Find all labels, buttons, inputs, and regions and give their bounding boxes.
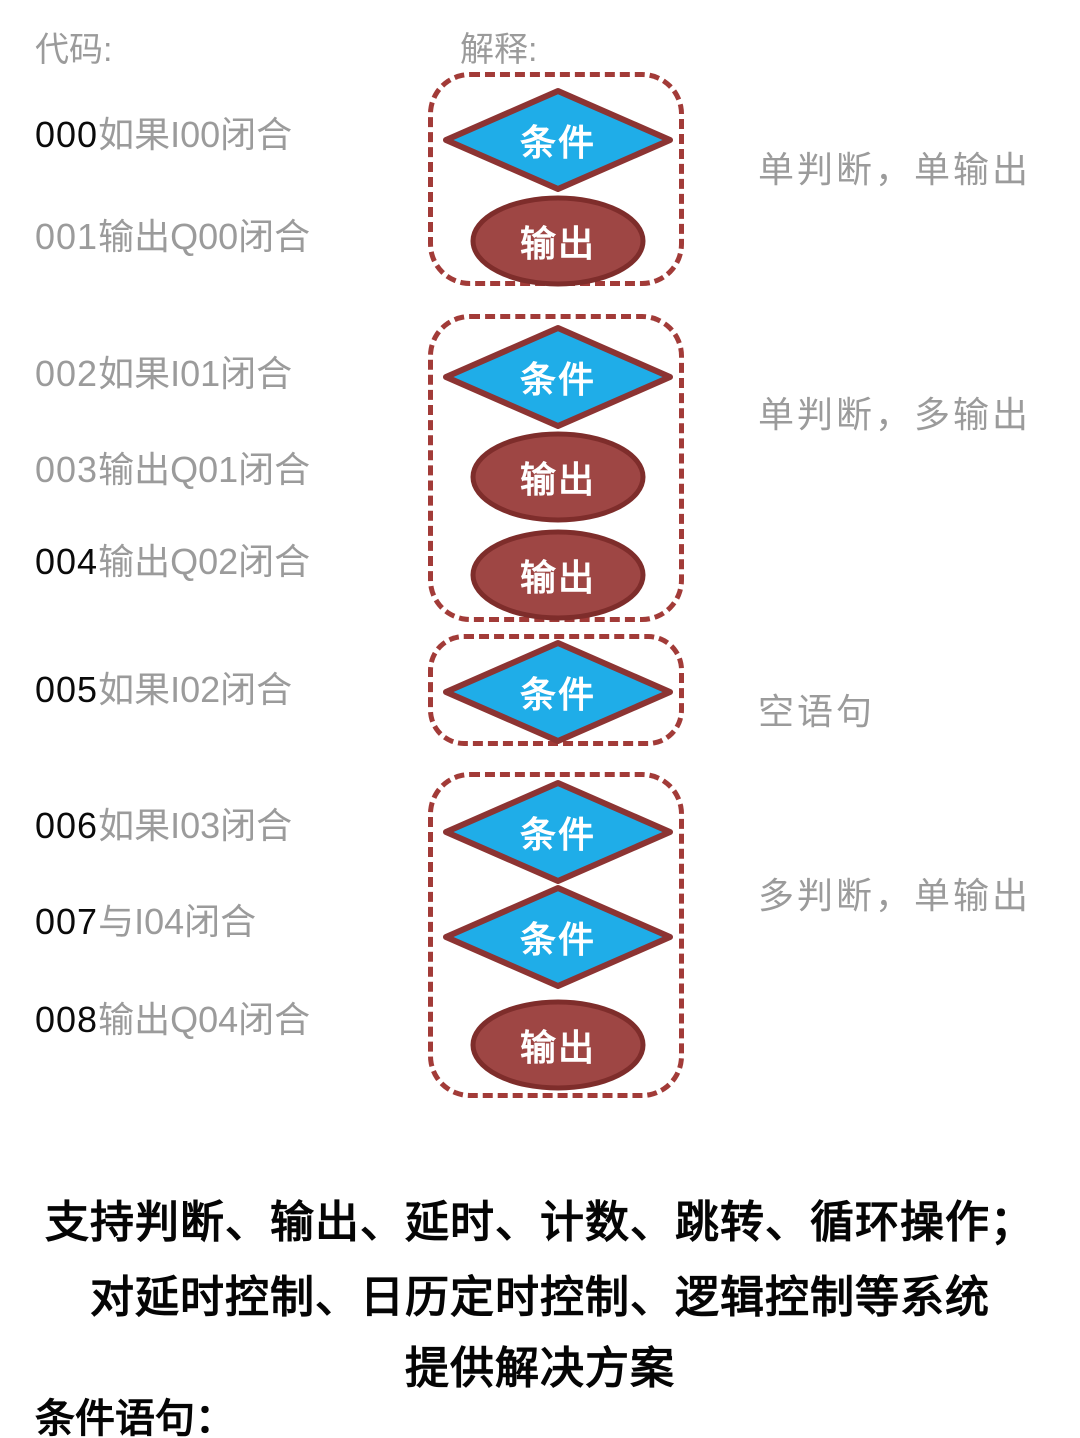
code-line-number: 007 bbox=[35, 901, 99, 942]
condition-diamond: 条件 bbox=[442, 779, 674, 885]
code-line-number: 005 bbox=[35, 669, 99, 710]
code-line-000: 000如果I00闭合 bbox=[35, 113, 292, 157]
code-line-008: 008输出Q04闭合 bbox=[35, 998, 310, 1042]
condition-label: 条件 bbox=[519, 919, 596, 960]
code-line-text: 输出Q04闭合 bbox=[98, 999, 311, 1040]
code-line-text: 输出Q00闭合 bbox=[98, 216, 311, 257]
code-line-002: 002如果I01闭合 bbox=[35, 352, 292, 396]
code-line-number: 004 bbox=[35, 541, 99, 582]
code-line-text: 输出Q02闭合 bbox=[98, 541, 311, 582]
footer-feature-line-1: 支持判断、输出、延时、计数、跳转、循环操作； bbox=[45, 1198, 1035, 1247]
code-line-number: 000 bbox=[35, 114, 99, 155]
code-line-text: 如果I01闭合 bbox=[98, 353, 293, 394]
output-label: 输出 bbox=[519, 557, 596, 598]
diamond-shape-icon bbox=[443, 885, 673, 989]
condition-label: 条件 bbox=[519, 122, 596, 163]
ellipse-shape-icon bbox=[470, 431, 646, 523]
condition-diamond: 条件 bbox=[442, 884, 674, 990]
output-ellipse: 输出 bbox=[470, 431, 646, 523]
annotation-single-judge-multi-output: 单判断，多输出 bbox=[758, 394, 1032, 435]
output-ellipse: 输出 bbox=[470, 195, 646, 287]
code-line-001: 001输出Q00闭合 bbox=[35, 215, 310, 259]
ellipse-shape-icon bbox=[470, 999, 646, 1091]
footer-feature-line-3: 提供解决方案 bbox=[405, 1344, 675, 1393]
code-line-text: 如果I02闭合 bbox=[98, 669, 293, 710]
footer-feature-line-2: 对延时控制、日历定时控制、逻辑控制等系统 bbox=[90, 1273, 990, 1322]
condition-diamond: 条件 bbox=[442, 639, 674, 745]
flow-group-empty-statement: 条件 bbox=[428, 634, 684, 746]
output-label: 输出 bbox=[519, 459, 596, 500]
code-line-text: 输出Q01闭合 bbox=[98, 449, 311, 490]
code-line-number: 006 bbox=[35, 805, 99, 846]
code-line-004: 004输出Q02闭合 bbox=[35, 540, 310, 584]
diamond-shape-icon bbox=[443, 640, 673, 744]
code-line-003: 003输出Q01闭合 bbox=[35, 448, 310, 492]
flow-group-single-judge-single-output: 条件 输出 bbox=[428, 72, 684, 287]
code-line-text: 如果I00闭合 bbox=[98, 114, 293, 155]
annotation-multi-judge-single-output: 多判断，单输出 bbox=[758, 875, 1032, 916]
condition-label: 条件 bbox=[519, 814, 596, 855]
output-ellipse: 输出 bbox=[470, 999, 646, 1091]
annotation-empty-statement: 空语句 bbox=[758, 691, 876, 732]
flow-group-multi-judge-single-output: 条件 条件 输出 bbox=[428, 772, 684, 1098]
output-ellipse: 输出 bbox=[470, 529, 646, 621]
condition-label: 条件 bbox=[519, 359, 596, 400]
condition-statement-section-label: 条件语句： bbox=[35, 1397, 235, 1438]
code-line-number: 003 bbox=[35, 449, 99, 490]
output-label: 输出 bbox=[519, 223, 596, 264]
condition-diamond: 条件 bbox=[442, 87, 674, 193]
explain-column-header: 解释: bbox=[460, 31, 538, 69]
diamond-shape-icon bbox=[443, 325, 673, 429]
code-line-text: 与I04闭合 bbox=[98, 901, 257, 942]
code-line-007: 007与I04闭合 bbox=[35, 900, 256, 944]
ellipse-shape-icon bbox=[470, 529, 646, 621]
ellipse-shape-icon bbox=[470, 195, 646, 287]
output-label: 输出 bbox=[519, 1027, 596, 1068]
condition-label: 条件 bbox=[519, 674, 596, 715]
condition-diamond: 条件 bbox=[442, 324, 674, 430]
code-line-number: 001 bbox=[35, 216, 99, 257]
diamond-shape-icon bbox=[443, 780, 673, 884]
code-line-text: 如果I03闭合 bbox=[98, 805, 293, 846]
annotation-single-judge-single-output: 单判断，单输出 bbox=[758, 149, 1032, 190]
code-line-006: 006如果I03闭合 bbox=[35, 804, 292, 848]
diamond-shape-icon bbox=[443, 88, 673, 192]
code-line-005: 005如果I02闭合 bbox=[35, 668, 292, 712]
code-line-number: 008 bbox=[35, 999, 99, 1040]
code-column-header: 代码: bbox=[35, 31, 113, 69]
code-line-number: 002 bbox=[35, 353, 99, 394]
flow-group-single-judge-multi-output: 条件 输出 输出 bbox=[428, 314, 684, 622]
